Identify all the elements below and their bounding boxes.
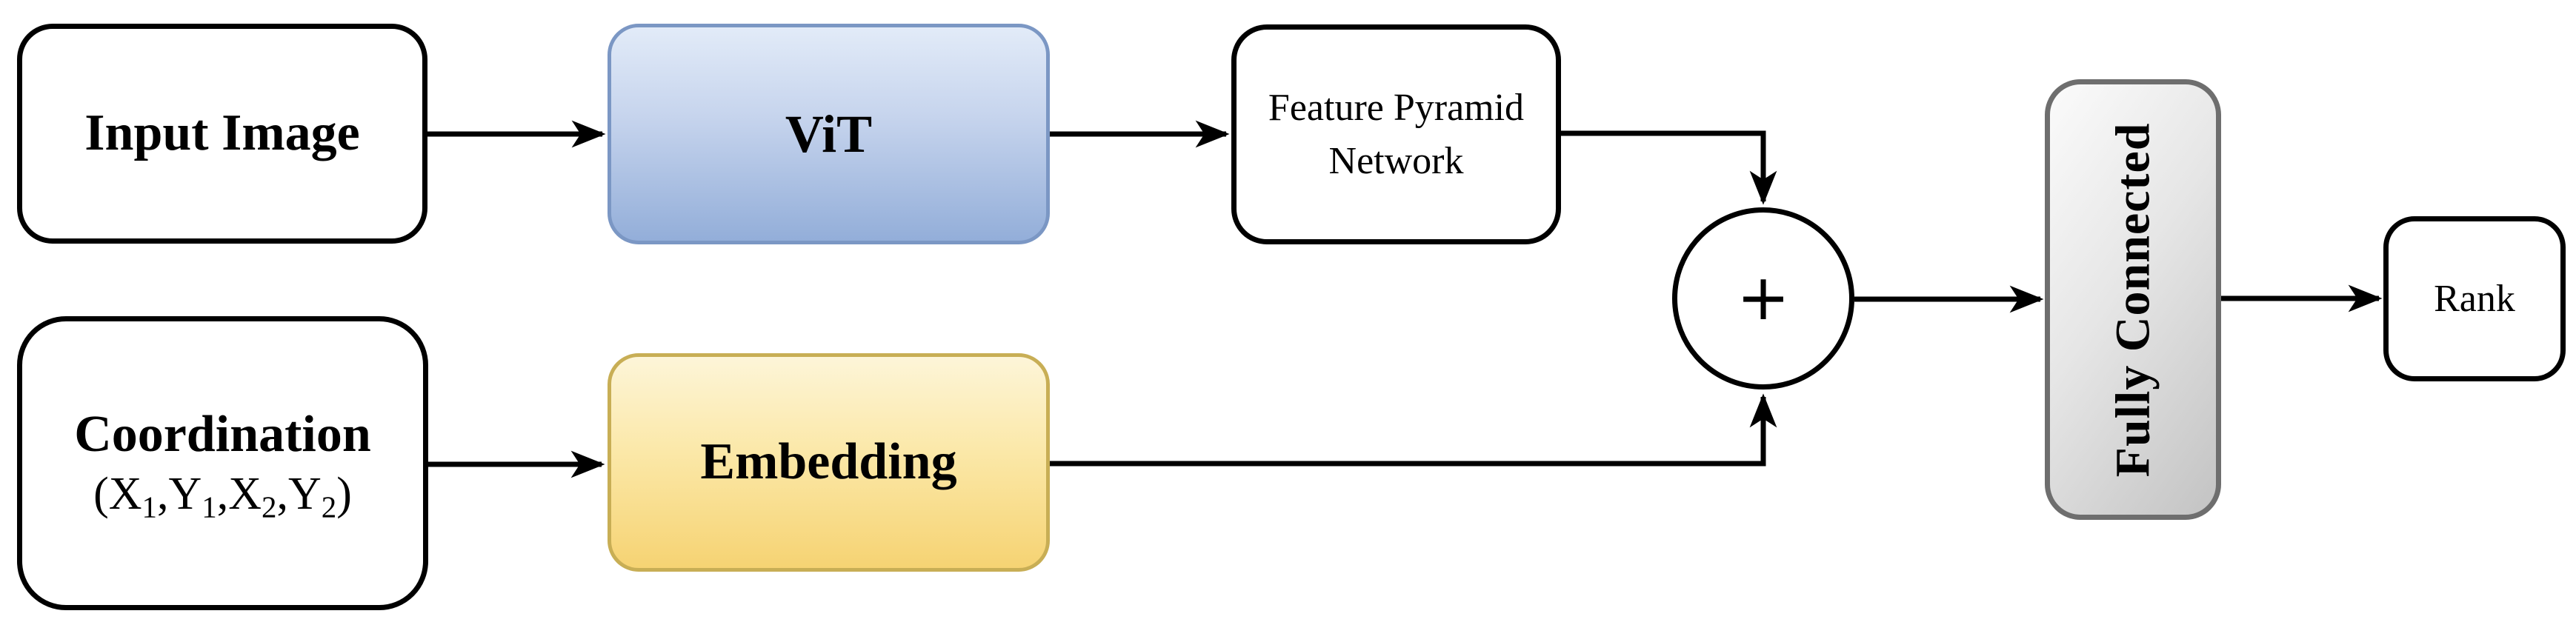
plus-icon: +	[1736, 261, 1791, 335]
arrow-embedding-to-sum	[1050, 393, 1777, 467]
arrow-fpn-to-sum	[1561, 130, 1777, 205]
feature-pyramid-network-node: Feature Pyramid Network	[1231, 24, 1561, 244]
input-image-node: Input Image	[17, 24, 427, 244]
embedding-label: Embedding	[700, 433, 957, 491]
rank-label: Rank	[2434, 277, 2515, 320]
vit-label: ViT	[785, 104, 873, 164]
coordination-label: Coordination	[74, 405, 371, 463]
fpn-label-line2: Network	[1328, 139, 1464, 182]
coordination-node: Coordination (X1,Y1,X2,Y2)	[17, 316, 428, 610]
vit-node: ViT	[608, 24, 1050, 244]
embedding-node: Embedding	[608, 353, 1050, 572]
fully-connected-label: Fully Connected	[2106, 122, 2160, 477]
fully-connected-node: Fully Connected	[2045, 79, 2221, 520]
rank-node: Rank	[2383, 216, 2566, 381]
sum-junction-node: +	[1672, 207, 1854, 390]
fpn-label-line1: Feature Pyramid	[1268, 86, 1525, 129]
coordination-coords: (X1,Y1,X2,Y2)	[93, 468, 352, 524]
input-image-label: Input Image	[84, 104, 360, 162]
